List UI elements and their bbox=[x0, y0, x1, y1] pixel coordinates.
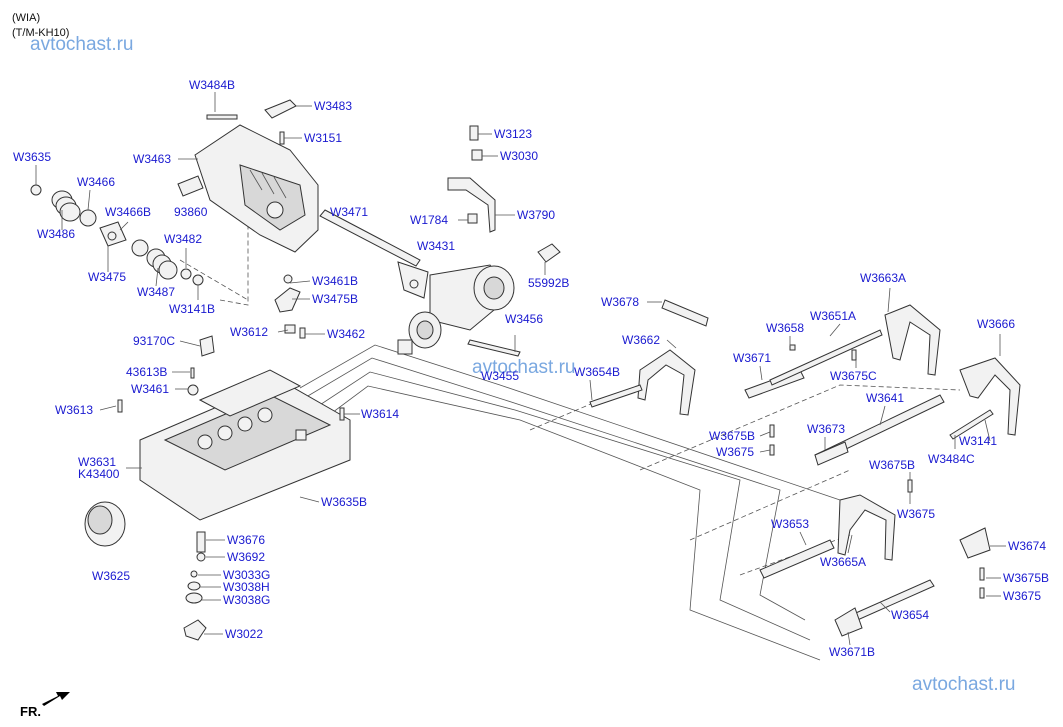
label-w3662: W3662 bbox=[622, 333, 660, 347]
callout-labels: W3484B W3483 W3151 W3463 W3635 W3466 W34… bbox=[13, 78, 1049, 659]
label-w3675c: W3675C bbox=[830, 369, 877, 383]
label-w3030: W3030 bbox=[500, 149, 538, 163]
detent-stack bbox=[183, 531, 207, 641]
label-93170c: 93170C bbox=[133, 334, 175, 348]
label-w3635: W3635 bbox=[13, 150, 51, 164]
label-w3456: W3456 bbox=[505, 312, 543, 326]
watermark-center: avtochast.ru bbox=[472, 357, 576, 378]
label-w3678: W3678 bbox=[601, 295, 639, 309]
label-55992b: 55992B bbox=[528, 276, 569, 290]
shift-lever-housing bbox=[194, 99, 319, 253]
label-w3675-a: W3675 bbox=[716, 445, 754, 459]
label-w3631: W3631 bbox=[78, 455, 116, 469]
label-w3482: W3482 bbox=[164, 232, 202, 246]
label-w3461: W3461 bbox=[131, 382, 169, 396]
label-w3673: W3673 bbox=[807, 422, 845, 436]
label-w3033g: W3033G bbox=[223, 568, 270, 582]
fitting bbox=[537, 243, 561, 263]
label-w3487: W3487 bbox=[137, 285, 175, 299]
label-w3654: W3654 bbox=[891, 608, 929, 622]
label-w3151: W3151 bbox=[304, 131, 342, 145]
label-w3483: W3483 bbox=[314, 99, 352, 113]
cover-assembly bbox=[117, 324, 351, 521]
label-w3462: W3462 bbox=[327, 327, 365, 341]
label-w3475: W3475 bbox=[88, 270, 126, 284]
label-w3674: W3674 bbox=[1008, 539, 1046, 553]
header-line2: (T/M-KH10) bbox=[12, 27, 69, 39]
label-w3466b: W3466B bbox=[105, 205, 151, 219]
label-w1784: W1784 bbox=[410, 213, 448, 227]
retainer-ring bbox=[283, 274, 293, 284]
label-w3484b: W3484B bbox=[189, 78, 235, 92]
label-w3641: W3641 bbox=[866, 391, 904, 405]
watermark-bottom: avtochast.ru bbox=[912, 674, 1016, 695]
actuator-assembly bbox=[397, 264, 521, 357]
label-w3635b: W3635B bbox=[321, 495, 367, 509]
select-lever bbox=[274, 287, 301, 313]
label-w3671: W3671 bbox=[733, 351, 771, 365]
label-w3613: W3613 bbox=[55, 403, 93, 417]
label-k43400: K43400 bbox=[78, 467, 120, 481]
label-w3038h: W3038H bbox=[223, 580, 270, 594]
fr-label: FR. bbox=[20, 704, 41, 719]
leader-lines bbox=[35, 92, 1006, 646]
label-w3612: W3612 bbox=[230, 325, 268, 339]
label-w3455: W3455 bbox=[481, 369, 519, 383]
label-w3675b-b: W3675B bbox=[869, 458, 915, 472]
header-line1: (WIA) bbox=[12, 12, 40, 24]
label-w3790: W3790 bbox=[517, 208, 555, 222]
label-w3665a: W3665A bbox=[820, 555, 866, 569]
left-small-parts bbox=[30, 131, 285, 286]
label-43613b: 43613B bbox=[126, 365, 167, 379]
label-w3625: W3625 bbox=[92, 569, 130, 583]
label-w3123: W3123 bbox=[494, 127, 532, 141]
label-w3466: W3466 bbox=[77, 175, 115, 189]
bracket bbox=[447, 125, 496, 233]
control-rod bbox=[319, 209, 429, 299]
shift-forks bbox=[589, 299, 1021, 637]
label-w3675-b: W3675 bbox=[897, 507, 935, 521]
label-w3463: W3463 bbox=[133, 152, 171, 166]
label-w3141b: W3141B bbox=[169, 302, 215, 316]
label-w3675b-a: W3675B bbox=[709, 429, 755, 443]
label-93860: 93860 bbox=[174, 205, 208, 219]
label-w3614: W3614 bbox=[361, 407, 399, 421]
label-w3658: W3658 bbox=[766, 321, 804, 335]
label-w3666: W3666 bbox=[977, 317, 1015, 331]
label-w3654b: W3654B bbox=[574, 365, 620, 379]
label-w3671b: W3671B bbox=[829, 645, 875, 659]
label-w3676: W3676 bbox=[227, 533, 265, 547]
label-w3475b: W3475B bbox=[312, 292, 358, 306]
label-w3653: W3653 bbox=[771, 517, 809, 531]
guide-lines bbox=[179, 210, 961, 661]
label-w3022: W3022 bbox=[225, 627, 263, 641]
label-w3675b-c: W3675B bbox=[1003, 571, 1049, 585]
label-w3692: W3692 bbox=[227, 550, 265, 564]
label-w3471: W3471 bbox=[330, 205, 368, 219]
label-w3675-c: W3675 bbox=[1003, 589, 1041, 603]
label-w3663a: W3663A bbox=[860, 271, 906, 285]
label-w3431: W3431 bbox=[417, 239, 455, 253]
label-w3038g: W3038G bbox=[223, 593, 270, 607]
label-w3651a: W3651A bbox=[810, 309, 856, 323]
fr-arrow-icon bbox=[42, 692, 70, 706]
watermark-top: avtochast.ru bbox=[30, 34, 134, 55]
oil-seal bbox=[84, 501, 126, 547]
label-w3486: W3486 bbox=[37, 227, 75, 241]
label-w3461b: W3461B bbox=[312, 274, 358, 288]
label-w3484c: W3484C bbox=[928, 452, 975, 466]
label-w3141: W3141 bbox=[959, 434, 997, 448]
